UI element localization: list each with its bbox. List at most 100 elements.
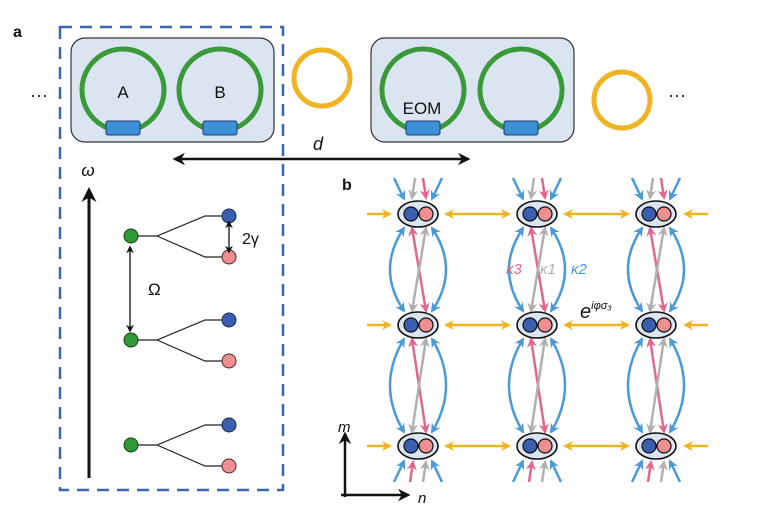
unit-cell-dashed-border — [58, 25, 285, 492]
auxiliary-ring-2 — [591, 69, 653, 131]
coupling-k1-diagonal — [408, 226, 430, 313]
level-split-line-upper — [136, 424, 228, 446]
level-split-line-upper — [136, 319, 228, 341]
coupling-k2-arc-right — [549, 226, 567, 313]
mode-blue-dot — [221, 312, 237, 328]
lattice-site — [516, 200, 558, 228]
coupling-label-k2: κ2 — [571, 261, 588, 278]
coupling-k1-diagonal — [527, 226, 549, 313]
coupling-stubs-top — [392, 177, 444, 201]
stub-pink — [419, 177, 430, 200]
stub-pink — [644, 460, 655, 483]
site-mode-pink — [537, 317, 553, 333]
coupling-stubs-top — [511, 177, 563, 201]
distance-label: d — [313, 134, 324, 154]
site-mode-blue — [522, 317, 538, 333]
coupling-label-k1: κ1 — [540, 261, 556, 278]
panel-label-b: b — [342, 177, 352, 194]
panel-label-a: a — [13, 24, 22, 41]
coupling-k2-arc-left — [626, 337, 644, 434]
modulator-a — [105, 120, 141, 136]
stub-blue — [392, 177, 406, 201]
stub-pink — [657, 177, 668, 200]
coupling-k2-arc-right — [430, 226, 448, 313]
level-split-line-lower — [156, 235, 228, 258]
site-mode-blue — [403, 206, 419, 222]
mode-green-dot — [123, 437, 139, 453]
energy-level-group — [123, 312, 237, 369]
site-mode-pink — [418, 206, 434, 222]
stub-blue — [430, 177, 444, 201]
vertical-coupling-group — [388, 337, 448, 434]
stub-blue — [630, 459, 644, 483]
coupling-stubs-top — [630, 177, 682, 201]
phase-label: eiφσ₃ — [580, 300, 612, 323]
vertical-coupling-group — [507, 337, 567, 434]
coupling-k2-arc-right — [668, 337, 686, 434]
coupling-stubs-bottom — [630, 459, 682, 483]
vertical-coupling-group — [626, 226, 686, 313]
stub-blue — [549, 459, 563, 483]
site-mode-blue — [522, 206, 538, 222]
phase-base: e — [580, 301, 591, 323]
stub-gray — [527, 177, 538, 200]
ring-label-eom: EOM — [403, 99, 442, 118]
lattice-site — [516, 311, 558, 339]
energy-levels — [123, 208, 237, 474]
ellipsis-right: ··· — [668, 85, 686, 105]
site-mode-pink — [656, 438, 672, 454]
site-mode-blue — [641, 317, 657, 333]
stub-blue — [392, 459, 406, 483]
unit-cell-1-box — [70, 37, 275, 143]
ellipsis-left: ··· — [30, 85, 48, 105]
synthetic-lattice — [367, 177, 708, 483]
site-mode-blue — [403, 317, 419, 333]
mode-blue-dot — [221, 208, 237, 224]
stub-blue — [430, 459, 444, 483]
energy-level-group — [123, 417, 237, 474]
phase-exponent: iφσ₃ — [591, 300, 612, 312]
ring-label-a: A — [117, 83, 129, 102]
lattice-axis-n-label: n — [418, 490, 426, 507]
stub-gray — [419, 460, 430, 483]
level-split-line-lower — [156, 339, 228, 362]
level-split-line-lower — [156, 444, 228, 467]
site-mode-blue — [641, 438, 657, 454]
coupling-label-k3: κ3 — [506, 261, 523, 278]
stub-blue — [511, 177, 525, 201]
lattice-site — [397, 432, 439, 460]
coupling-k2-arc-left — [388, 337, 406, 434]
stub-blue — [549, 177, 563, 201]
lattice-site — [635, 200, 677, 228]
unit-cell-2-box — [370, 37, 575, 143]
lattice-axis-m-label: m — [338, 419, 351, 436]
coupling-k1-diagonal — [408, 337, 430, 434]
mode-blue-dot — [221, 417, 237, 433]
vertical-coupling-group — [507, 226, 567, 313]
mode-pink-dot — [221, 249, 237, 265]
stub-pink — [406, 460, 417, 483]
coupling-k1-diagonal — [527, 337, 549, 434]
lattice-site — [635, 432, 677, 460]
mode-green-dot — [123, 228, 139, 244]
coupling-stubs-bottom — [392, 459, 444, 483]
coupling-stubs-bottom — [511, 459, 563, 483]
site-mode-pink — [656, 317, 672, 333]
mode-pink-dot — [221, 353, 237, 369]
unit-cell-1: A B — [70, 37, 275, 143]
coupling-k2-arc-right — [668, 226, 686, 313]
lattice-site — [516, 432, 558, 460]
frequency-axis-label: ω — [81, 161, 94, 180]
stub-pink — [525, 460, 536, 483]
site-mode-pink — [418, 317, 434, 333]
site-mode-blue — [403, 438, 419, 454]
site-mode-blue — [641, 206, 657, 222]
fsr-label: Ω — [148, 280, 161, 299]
vertical-coupling-group — [626, 337, 686, 434]
energy-level-group — [123, 208, 237, 265]
lattice-site — [397, 200, 439, 228]
stub-blue — [511, 459, 525, 483]
site-mode-pink — [656, 206, 672, 222]
